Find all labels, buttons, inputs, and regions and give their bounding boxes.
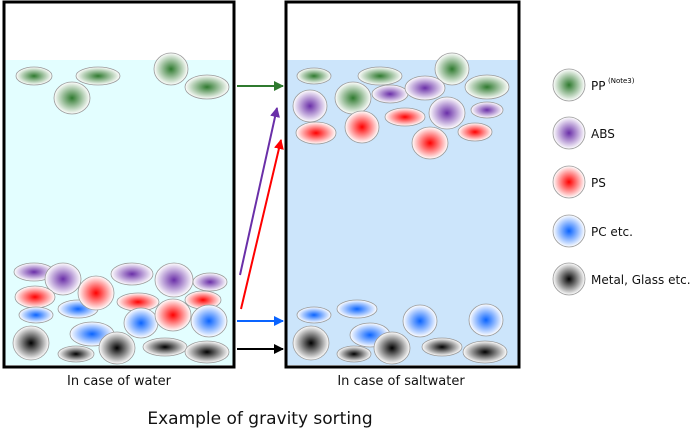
metal-legend-label: Metal, Glass etc.	[591, 273, 691, 287]
diagram-title: Example of gravity sorting	[147, 409, 372, 429]
pp-legend-label: PP	[591, 79, 605, 93]
metal-particle	[462, 340, 508, 364]
ps-arrow	[240, 139, 284, 310]
metal-particle	[421, 337, 463, 357]
metal-particle	[373, 331, 411, 365]
abs-particle	[192, 272, 228, 292]
pp-particle	[153, 52, 189, 86]
pp-particle	[15, 66, 53, 86]
ps-particle	[295, 121, 337, 145]
abs-legend-label: ABS	[591, 127, 615, 141]
pp-particle	[296, 67, 332, 85]
metal-particle	[184, 340, 230, 364]
abs-legend-swatch	[552, 116, 586, 150]
pc-legend-label: PC etc.	[591, 225, 633, 239]
metal-particle	[292, 325, 330, 361]
abs-particle	[292, 89, 328, 123]
pp-particle	[357, 66, 403, 86]
abs-particle	[404, 75, 446, 101]
metal-particle	[57, 345, 95, 363]
abs-particle	[154, 262, 194, 298]
pc-particle	[468, 303, 504, 337]
legend-item-abs: ABS	[552, 116, 615, 150]
pp-particle	[434, 52, 470, 86]
pp-legend-swatch	[552, 68, 586, 102]
ps-particle	[14, 285, 56, 309]
pp-particle	[464, 74, 510, 100]
ps-legend-label: PS	[591, 176, 606, 190]
saltwater-container	[284, 0, 521, 369]
ps-particle	[457, 122, 493, 142]
pc-particle	[190, 304, 228, 338]
pc-particle	[123, 307, 159, 339]
ps-legend-swatch	[552, 165, 586, 199]
abs-particle	[44, 262, 82, 296]
pp-particle	[53, 81, 91, 115]
ps-particle	[154, 298, 192, 332]
water-caption: In case of water	[67, 374, 172, 389]
legend-item-metal: Metal, Glass etc.	[552, 262, 691, 296]
metal-particle	[336, 345, 372, 363]
water-container	[2, 0, 236, 369]
metal-particle	[12, 325, 50, 361]
legend-item-ps: PS	[552, 165, 606, 199]
ps-particle	[344, 110, 380, 144]
legend-item-pp: PP(Note3)	[552, 68, 635, 102]
ps-particle	[384, 107, 426, 127]
abs-particle	[371, 84, 409, 104]
legend-item-pc: PC etc.	[552, 214, 633, 248]
pc-particle	[336, 299, 378, 319]
abs-particle	[470, 101, 504, 119]
ps-particle	[77, 275, 115, 311]
abs-arrow	[239, 107, 280, 276]
pp-particle	[75, 66, 121, 86]
pp-particle	[184, 74, 230, 100]
abs-particle	[110, 262, 154, 286]
pc-particle	[402, 304, 438, 338]
abs-particle	[428, 96, 466, 130]
pp-particle	[334, 81, 372, 115]
metal-particle	[142, 337, 188, 357]
pc-legend-swatch	[552, 214, 586, 248]
saltwater-caption: In case of saltwater	[337, 374, 465, 389]
metal-particle	[98, 331, 136, 365]
pc-particle	[296, 306, 332, 324]
ps-particle	[411, 126, 449, 160]
pc-particle	[18, 306, 54, 324]
metal-legend-swatch	[552, 262, 586, 296]
pp-note: (Note3)	[608, 77, 635, 85]
